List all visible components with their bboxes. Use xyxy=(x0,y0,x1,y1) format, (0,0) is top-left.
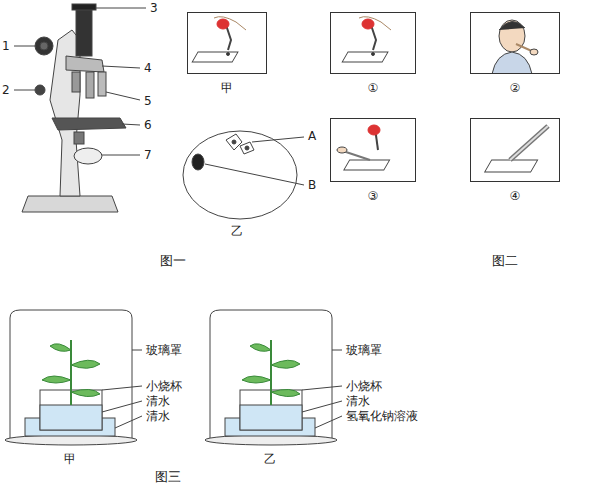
part-label: 玻璃罩 xyxy=(346,343,382,357)
callout-number: 7 xyxy=(144,148,152,162)
figure-caption: 图二 xyxy=(492,254,518,268)
panel-label: 乙 xyxy=(264,452,276,466)
panel-box: ③ xyxy=(330,118,416,182)
part-label: 清水 xyxy=(146,409,170,423)
panel-box: ④ xyxy=(470,118,560,182)
part-label: 清水 xyxy=(146,394,170,408)
panel-label: ③ xyxy=(331,189,415,203)
part-label: 玻璃罩 xyxy=(146,343,182,357)
panel-label: 甲 xyxy=(64,452,76,466)
panel-box: ① xyxy=(330,12,416,74)
part-label: B xyxy=(308,178,316,192)
callout-number: 2 xyxy=(2,83,10,97)
callout-number: 1 xyxy=(2,39,10,53)
part-label: 清水 xyxy=(346,394,370,408)
figure-caption: 图一 xyxy=(160,254,186,268)
panel-box: ② xyxy=(470,12,560,74)
part-label: 小烧杯 xyxy=(146,379,182,393)
part-label: A xyxy=(308,129,316,143)
callout-number: 3 xyxy=(150,1,158,15)
panel-label: ② xyxy=(471,81,559,95)
part-label: 氢氧化钠溶液 xyxy=(346,409,418,423)
panel-label: 乙 xyxy=(231,224,243,238)
part-label: 小烧杯 xyxy=(346,379,382,393)
callout-number: 5 xyxy=(144,94,152,108)
panel-label: ④ xyxy=(471,189,559,203)
callout-number: 4 xyxy=(144,61,152,75)
panel-box: 甲 xyxy=(187,12,267,74)
panel-label: 甲 xyxy=(188,81,266,95)
callout-number: 6 xyxy=(144,118,152,132)
figure-caption: 图三 xyxy=(155,470,181,484)
panel-label: ① xyxy=(331,81,415,95)
